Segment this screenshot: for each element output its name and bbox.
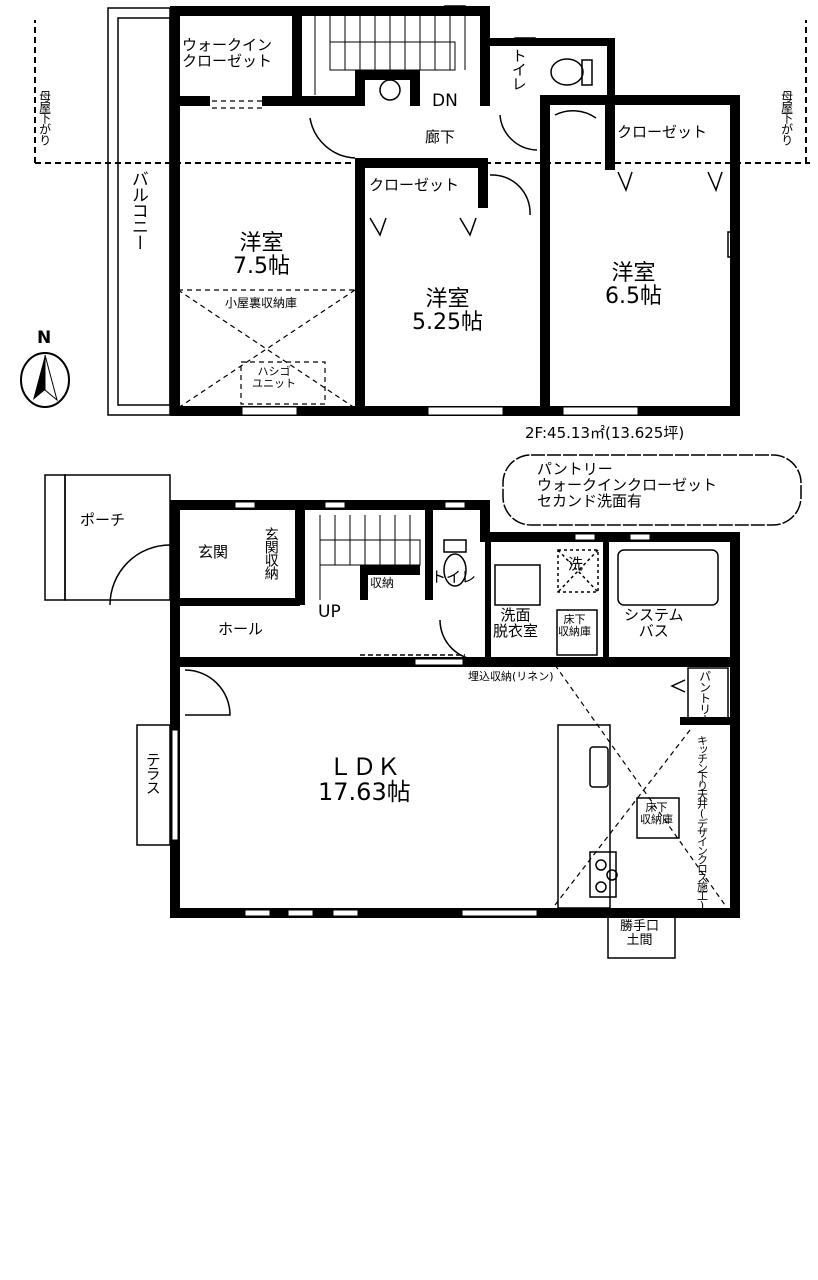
porch-step xyxy=(44,474,66,601)
callout-cloud xyxy=(502,454,802,526)
label-closet-middle: クローゼット xyxy=(369,176,460,194)
underfloor-storage-line2: 収納庫 xyxy=(558,624,591,638)
label-service-entrance: 勝手口 土間 xyxy=(620,920,659,947)
label-attic-storage: 小屋裏収納庫 xyxy=(225,296,298,310)
service-entrance-line1: 勝手口 xyxy=(620,919,660,934)
label-hall: ホール xyxy=(218,620,264,638)
label-room-left: 洋室 7.5帖 xyxy=(233,232,290,278)
label-corridor: 廊下 xyxy=(425,128,456,146)
label-entrance: 玄関 xyxy=(198,543,229,561)
underfloor-storage-line1: 床下 xyxy=(563,613,586,626)
floor2-area: 2F:45.13㎡(13.625坪) xyxy=(525,424,685,442)
bath-line1: システム xyxy=(624,606,684,624)
main-roof-line xyxy=(34,20,810,164)
label-closet-right: クローゼット xyxy=(617,123,708,141)
walk-in-closet-line2: クローゼット xyxy=(182,51,273,70)
label-ladder-unit: ハシゴ ユニット xyxy=(252,366,296,389)
washroom-line1: 洗面 xyxy=(500,606,531,624)
ladder-unit-line2: ユニット xyxy=(252,376,296,390)
attic-storage-outline xyxy=(177,100,356,409)
label-pantry: パントリー xyxy=(697,670,712,725)
stairs-2f xyxy=(314,15,466,95)
label-terrace: テラス xyxy=(143,752,162,794)
callout-text: パントリー ウォークインクローゼット セカンド洗面有 xyxy=(537,460,718,510)
ladder-unit-line1: ハシゴ xyxy=(257,365,291,378)
label-kitchen-ceiling-note: キッチン下り天井(デザインクロス施工) xyxy=(695,735,709,910)
label-storage: 収納 xyxy=(370,576,395,590)
label-ldk: ＬＤＫ 17.63帖 xyxy=(318,753,411,807)
label-walk-in-closet: ウォークイン クローゼット xyxy=(182,36,273,70)
callout-line2: ウォークインクローゼット xyxy=(537,475,718,494)
callout-line3: セカンド洗面有 xyxy=(537,491,643,510)
label-up: UP xyxy=(318,602,341,622)
label-system-bath: システム バス xyxy=(624,606,684,640)
label-underfloor-storage: 床下 収納庫 xyxy=(558,614,591,637)
column-circle xyxy=(379,79,401,101)
label-toilet-2f: トイレ xyxy=(509,48,528,90)
room-left-name: 洋室 xyxy=(239,231,284,256)
ldk-name: ＬＤＫ xyxy=(328,753,401,781)
compass-label: N xyxy=(37,328,52,348)
label-porch: ポーチ xyxy=(80,511,126,529)
label-balcony: バルコニー xyxy=(127,170,148,250)
label-main-roof-right: 母屋下がり xyxy=(779,90,794,145)
entrance-door-swing xyxy=(109,544,171,606)
room-left-size: 7.5帖 xyxy=(233,254,290,280)
label-room-middle: 洋室 5.25帖 xyxy=(412,288,483,334)
label-toilet-1f: トイレ xyxy=(431,568,477,586)
kitchen-counter xyxy=(557,724,611,909)
kitchen-underfloor-line1: 床下 xyxy=(645,801,668,814)
label-main-roof-left: 母屋下がり xyxy=(37,90,52,145)
door-swing xyxy=(309,117,356,159)
compass-icon xyxy=(20,352,70,408)
kitchen-underfloor-line2: 収納庫 xyxy=(640,812,673,826)
bath-line2: バス xyxy=(638,621,669,640)
walls-1f xyxy=(170,500,740,918)
toilet-icon-2f xyxy=(550,58,584,86)
ldk-size: 17.63帖 xyxy=(318,778,411,807)
room-right-name: 洋室 xyxy=(611,261,656,286)
room-middle-size: 5.25帖 xyxy=(412,310,483,336)
room-middle-name: 洋室 xyxy=(425,287,470,312)
label-washroom: 洗面 脱衣室 xyxy=(493,606,539,640)
washroom-line2: 脱衣室 xyxy=(493,621,539,640)
label-kitchen-underfloor: 床下 収納庫 xyxy=(640,802,673,825)
kitchen-underfloor-storage xyxy=(636,797,680,839)
stove xyxy=(589,851,617,898)
room-right-size: 6.5帖 xyxy=(605,284,662,310)
walk-in-closet-line1: ウォークイン xyxy=(182,36,273,54)
porch-outline xyxy=(64,474,171,601)
label-dn: DN xyxy=(432,91,458,111)
service-entrance-line2: 土間 xyxy=(626,932,653,948)
callout-line1: パントリー xyxy=(537,460,613,478)
label-built-in-storage: 埋込収納(リネン) xyxy=(468,670,554,683)
label-room-right: 洋室 6.5帖 xyxy=(605,262,662,308)
sink xyxy=(589,746,609,788)
label-entrance-storage: 玄関収納 xyxy=(262,527,279,579)
label-wash: 洗 xyxy=(568,555,584,573)
